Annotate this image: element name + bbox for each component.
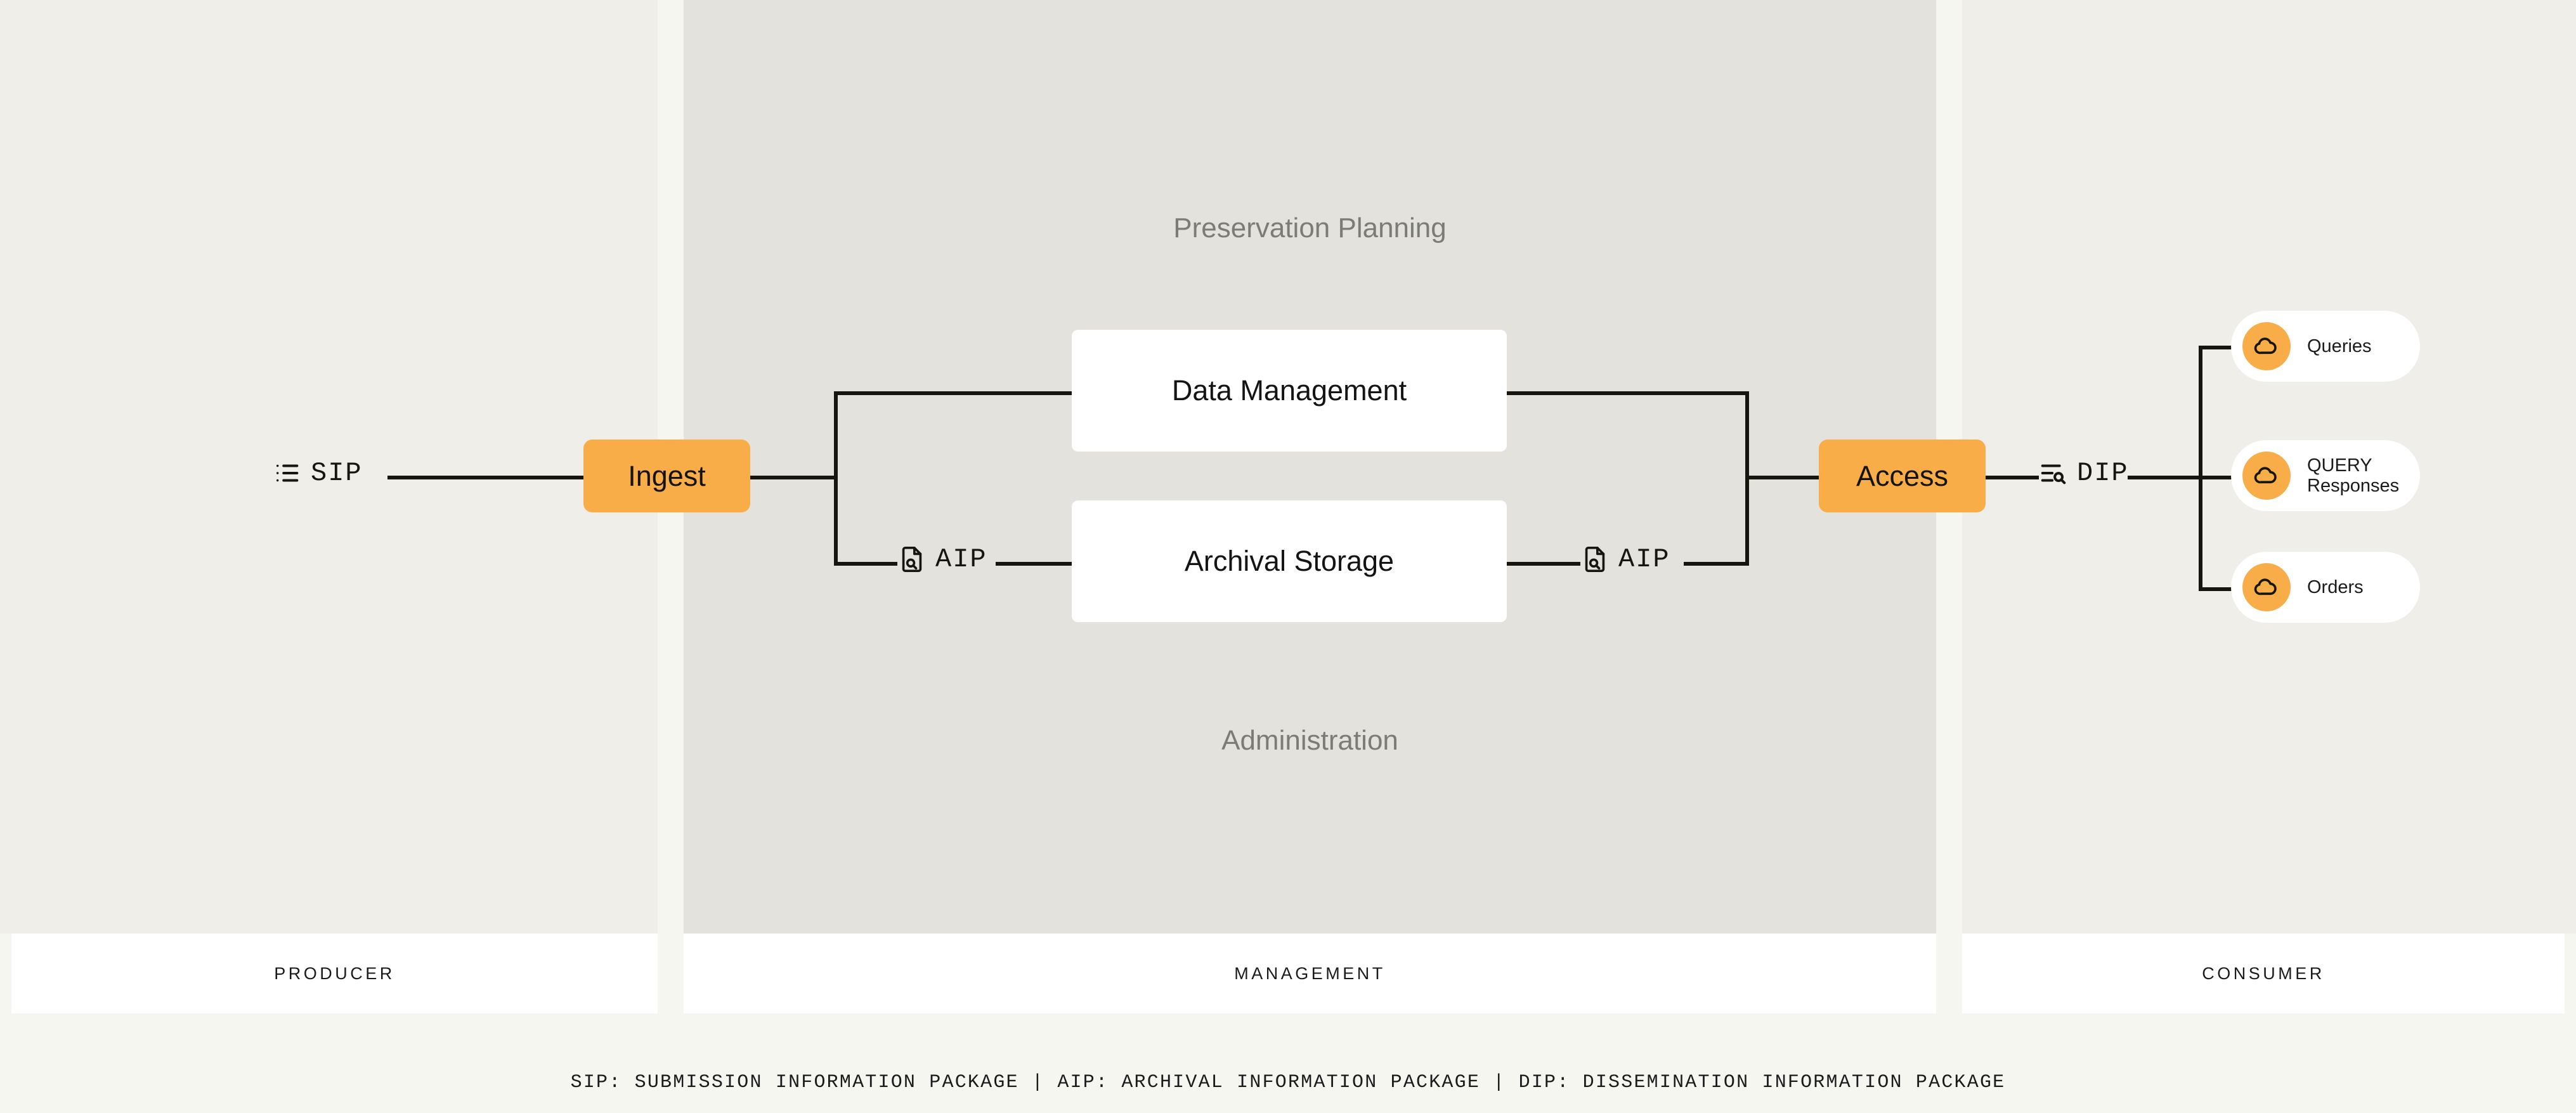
list-search-icon [2039, 459, 2068, 488]
connector-archival-storage-to-aip-right [1507, 562, 1580, 566]
cloud-icon [2242, 563, 2291, 611]
data-management-node[interactable]: Data Management [1072, 330, 1507, 452]
footer-management-label: MANAGEMENT [1234, 963, 1386, 983]
aip-package-left: AIP [897, 544, 987, 575]
aip-left-label: AIP [935, 544, 987, 575]
connector-left-vertical [834, 391, 838, 566]
connector-sip-to-ingest [387, 476, 583, 479]
administration-heading: Administration [1221, 725, 1398, 756]
connector-data-management-to-merge [1507, 391, 1749, 395]
consumer-output-label: Queries [2307, 335, 2372, 356]
cloud-icon [2242, 452, 2291, 500]
footer-producer: PRODUCER [11, 934, 658, 1013]
consumer-output-label-multiline: QUERY Responses [2307, 455, 2399, 497]
cloud-icon [2242, 322, 2291, 370]
connector-consumer-bracket-vertical [2199, 346, 2202, 591]
list-icon [273, 459, 302, 488]
consumer-output-query-responses[interactable]: QUERY Responses [2231, 440, 2420, 511]
connector-access-to-dip [1985, 476, 2039, 479]
footer-consumer-label: CONSUMER [2202, 963, 2325, 983]
connector-split-to-aip-left [834, 562, 897, 566]
consumer-output-orders[interactable]: Orders [2231, 552, 2420, 623]
legend-text: SIP: SUBMISSION INFORMATION PACKAGE | AI… [570, 1072, 2006, 1093]
footer-consumer: CONSUMER [1962, 934, 2565, 1013]
consumer-output-label-line1: QUERY [2307, 455, 2372, 476]
footer-producer-label: PRODUCER [274, 963, 395, 983]
connector-aip-left-to-archival-storage [996, 562, 1072, 566]
aip-package-right: AIP [1580, 544, 1670, 575]
ingest-node[interactable]: Ingest [583, 439, 750, 512]
dip-package: DIP [2039, 458, 2129, 488]
footer-management: MANAGEMENT [684, 934, 1936, 1013]
band-producer [0, 0, 658, 934]
connector-dip-to-bracket [2128, 476, 2239, 479]
connector-split-to-data-management [834, 391, 1072, 395]
dip-label: DIP [2077, 458, 2129, 488]
band-management [684, 0, 1936, 934]
archival-storage-node[interactable]: Archival Storage [1072, 500, 1507, 622]
sip-package: SIP [273, 458, 363, 488]
preservation-planning-heading: Preservation Planning [1173, 212, 1447, 244]
consumer-output-queries[interactable]: Queries [2231, 311, 2420, 382]
connector-aip-right-to-merge [1684, 562, 1749, 566]
connector-ingest-to-split [750, 476, 836, 479]
aip-right-label: AIP [1618, 544, 1670, 575]
file-search-icon [897, 545, 927, 574]
connector-merge-to-access [1745, 476, 1819, 479]
sip-label: SIP [311, 458, 363, 488]
consumer-output-label-line2: Responses [2307, 476, 2400, 496]
file-search-icon [1580, 545, 1610, 574]
access-node[interactable]: Access [1819, 439, 1986, 512]
consumer-output-label: Orders [2307, 576, 2364, 597]
